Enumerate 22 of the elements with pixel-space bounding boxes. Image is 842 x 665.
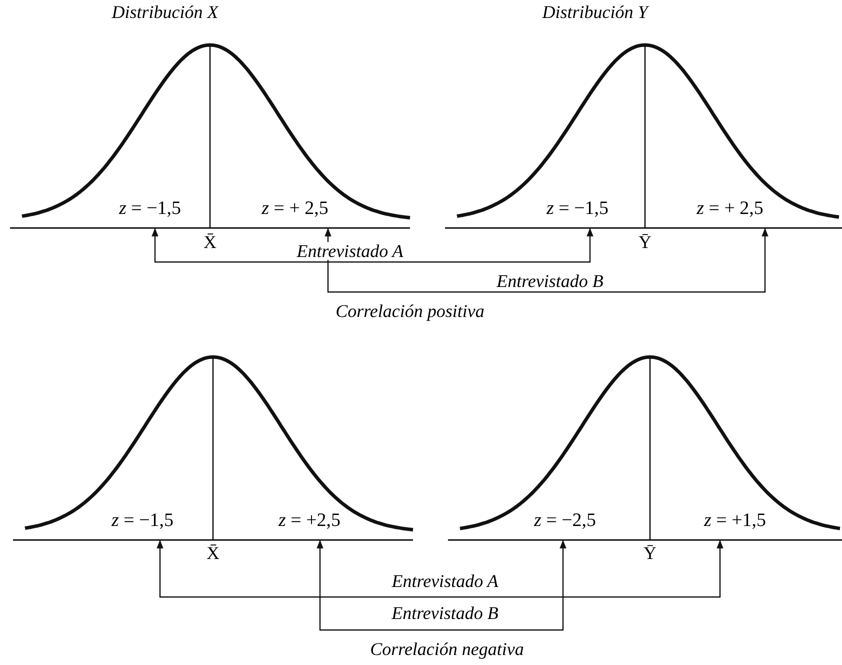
mean-symbol: Ȳ [644,544,656,562]
connector-arrow [152,228,594,263]
z-score-value: z = + 2,5 [696,198,764,219]
distribution-title: Distribución X [112,3,218,21]
mean-symbol: X̄ [204,233,216,251]
z-score-value: z = + 2,5 [262,198,328,219]
correlation-caption: Correlación negativa [370,640,524,658]
edge-label: Entrevistado A [388,572,502,590]
connector-arrow [316,540,566,631]
distribution-title: Distribución Y [542,3,648,21]
connector-arrow [156,540,724,598]
mean-symbol: X̄ [206,544,220,562]
z-score-value: z = +1,5 [704,510,766,531]
z-score-value: z = −1,5 [111,510,174,531]
edge-label: Entrevistado A [294,242,406,260]
z-score-value: z = −2,5 [534,510,596,531]
correlation-caption: Correlación positiva [336,302,484,320]
connector-arrow [324,228,768,293]
mean-symbol: Ȳ [638,233,652,251]
z-score-value: z = −1,5 [546,198,609,219]
z-score-value: z = +2,5 [278,510,341,531]
z-score-value: z = −1,5 [118,198,182,219]
